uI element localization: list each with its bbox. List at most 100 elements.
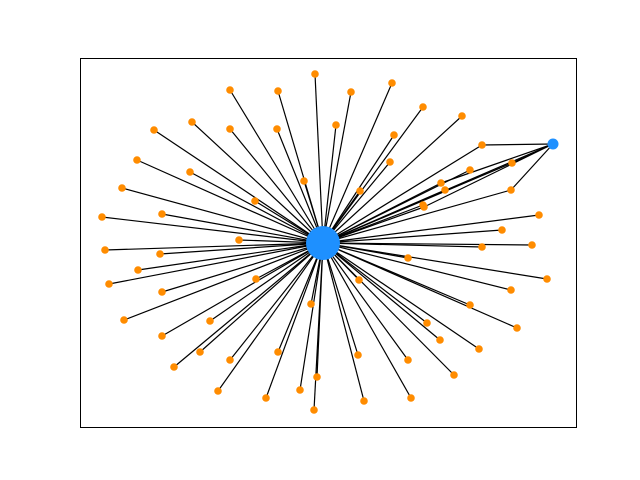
- leaf-node-n34: [404, 254, 412, 262]
- leaf-node-n36: [105, 280, 113, 288]
- edge-secondary-n28: [440, 143, 554, 184]
- edge-layer: [101, 73, 554, 411]
- edge-hub-n42: [123, 242, 324, 321]
- edge-hub-n52: [322, 242, 409, 361]
- leaf-node-n32: [528, 241, 536, 249]
- leaf-node-n39: [355, 276, 363, 284]
- leaf-node-n57: [262, 394, 270, 402]
- node-layer: [98, 70, 559, 414]
- edge-hub-n22: [104, 242, 324, 251]
- edge-hub-n9: [191, 121, 324, 244]
- edge-hub-n26: [322, 144, 483, 244]
- edge-hub-n40: [322, 242, 512, 291]
- edge-hub-n21: [161, 213, 324, 244]
- edge-hub-n36: [108, 242, 324, 285]
- leaf-node-n47: [158, 332, 166, 340]
- edge-secondary-n30: [423, 143, 554, 208]
- edge-hub-n4: [322, 91, 352, 244]
- edge-hub-n12: [322, 124, 337, 244]
- leaf-node-n63: [441, 186, 449, 194]
- edge-hub-n57: [265, 242, 324, 399]
- leaf-node-n21: [158, 210, 166, 218]
- edge-hub-n31: [322, 214, 540, 244]
- edge-hub-n20: [101, 216, 324, 244]
- leaf-node-n43: [206, 317, 214, 325]
- edge-hub-n1: [229, 89, 324, 244]
- leaf-node-n56: [214, 387, 222, 395]
- leaf-node-n8: [150, 126, 158, 134]
- hub-node: [306, 226, 340, 260]
- leaf-node-n26: [478, 141, 486, 149]
- edge-hub-n29: [322, 189, 512, 244]
- leaf-node-n11: [273, 125, 281, 133]
- leaf-node-n66: [196, 348, 204, 356]
- edge-hub-n50: [322, 242, 480, 350]
- edge-hub-n3: [314, 73, 324, 244]
- edge-hub-n67: [299, 242, 324, 391]
- leaf-node-n58: [360, 397, 368, 405]
- edge-hub-n55: [322, 242, 455, 376]
- edge-secondary-n29: [510, 143, 554, 191]
- leaf-node-n38: [252, 275, 260, 283]
- leaf-node-n35: [543, 275, 551, 283]
- leaf-node-n31: [535, 211, 543, 219]
- leaf-node-n64: [498, 226, 506, 234]
- plot-frame: [80, 58, 577, 428]
- edge-hub-n43: [209, 242, 324, 322]
- leaf-node-n1: [226, 86, 234, 94]
- leaf-node-n30: [420, 203, 428, 211]
- edge-hub-n63: [322, 189, 446, 244]
- leaf-node-n67: [296, 386, 304, 394]
- leaf-node-n17: [251, 197, 259, 205]
- leaf-node-n18: [300, 177, 308, 185]
- edge-hub-n15: [189, 171, 324, 244]
- edge-hub-n51: [229, 242, 324, 361]
- leaf-node-n2: [274, 87, 282, 95]
- leaf-node-n44: [307, 300, 315, 308]
- edge-hub-n30: [322, 206, 425, 244]
- leaf-node-n65: [134, 266, 142, 274]
- edge-hub-n60: [313, 242, 324, 411]
- edge-hub-n45: [322, 242, 428, 324]
- edge-hub-n35: [322, 242, 548, 280]
- leaf-node-n15: [186, 168, 194, 176]
- edge-hub-n68: [322, 242, 441, 341]
- leaf-node-n41: [466, 301, 474, 309]
- leaf-node-n14: [133, 156, 141, 164]
- leaf-node-n51: [226, 356, 234, 364]
- edge-hub-n8: [153, 129, 324, 244]
- edge-hub-n65: [137, 242, 324, 271]
- edge-hub-n37: [161, 242, 324, 293]
- edge-hub-n66: [199, 242, 324, 353]
- edge-hub-n59: [322, 242, 412, 399]
- leaf-node-n19: [356, 187, 364, 195]
- edge-hub-n10: [229, 128, 324, 244]
- leaf-node-n27: [508, 159, 516, 167]
- edge-hub-n23: [159, 242, 324, 255]
- leaf-node-n6: [419, 103, 427, 111]
- leaf-node-n42: [120, 316, 128, 324]
- edge-hub-n64: [322, 229, 503, 244]
- edge-hub-n56: [217, 242, 324, 392]
- leaf-node-n5: [388, 79, 396, 87]
- leaf-node-n29: [507, 186, 515, 194]
- leaf-node-n22: [101, 246, 109, 254]
- edge-hub-n53: [173, 242, 324, 368]
- leaf-node-n37: [158, 288, 166, 296]
- leaf-node-n40: [507, 286, 515, 294]
- leaf-node-n7: [458, 112, 466, 120]
- edge-hub-n62: [322, 169, 471, 244]
- leaf-node-n45: [423, 319, 431, 327]
- leaf-node-n16: [118, 184, 126, 192]
- leaf-node-n10: [226, 125, 234, 133]
- edge-hub-n49: [322, 242, 359, 356]
- edge-hub-n47: [161, 242, 324, 337]
- leaf-node-n33: [478, 243, 486, 251]
- leaf-node-n24: [235, 236, 243, 244]
- leaf-node-n53: [170, 363, 178, 371]
- secondary-hub-node: [547, 138, 559, 150]
- edge-hub-n46: [322, 242, 518, 329]
- leaf-node-n23: [156, 250, 164, 258]
- leaf-node-n61: [386, 158, 394, 166]
